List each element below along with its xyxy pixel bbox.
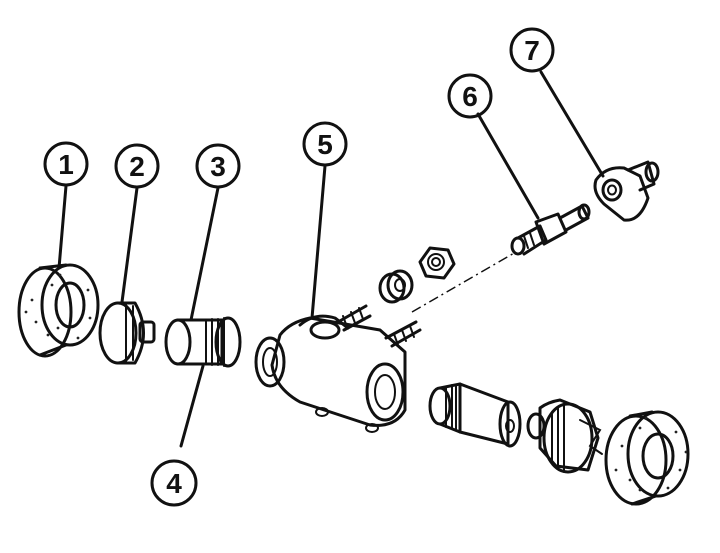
part-5-cylinder-body [254,304,422,433]
leader-1 [57,184,68,270]
spring-plunger-right [428,382,522,448]
callout-1: 1 [43,141,89,187]
leader-3 [189,186,220,322]
callout-1-label: 1 [58,149,74,180]
part-1-dust-boot-left [17,263,100,358]
axis-line [411,251,517,313]
callout-5-label: 5 [317,129,333,160]
callout-2: 2 [114,143,160,189]
callout-6: 6 [447,73,493,119]
bleeder-seal-and-nut [378,246,456,304]
leader-7 [539,70,605,178]
part-3-spring-left [164,316,242,368]
leader-6 [476,112,540,220]
callout-4-label: 4 [166,468,182,499]
piston-right [526,398,603,474]
part-7-bleeder-cap [593,160,660,222]
part-6-bleeder-screw [510,203,591,256]
leader-4 [179,364,205,448]
leader-2 [120,186,139,304]
callout-7: 7 [509,27,555,73]
callout-3-label: 3 [210,151,226,182]
leader-lines [57,70,605,448]
callout-3: 3 [195,143,241,189]
callout-2-label: 2 [129,151,145,182]
callout-7-label: 7 [524,35,540,66]
dust-boot-right [604,410,690,506]
callout-4: 4 [150,459,198,507]
part-2-piston-left [98,301,156,365]
callout-5: 5 [302,121,348,167]
leader-5 [310,164,327,320]
callout-6-label: 6 [462,81,478,112]
